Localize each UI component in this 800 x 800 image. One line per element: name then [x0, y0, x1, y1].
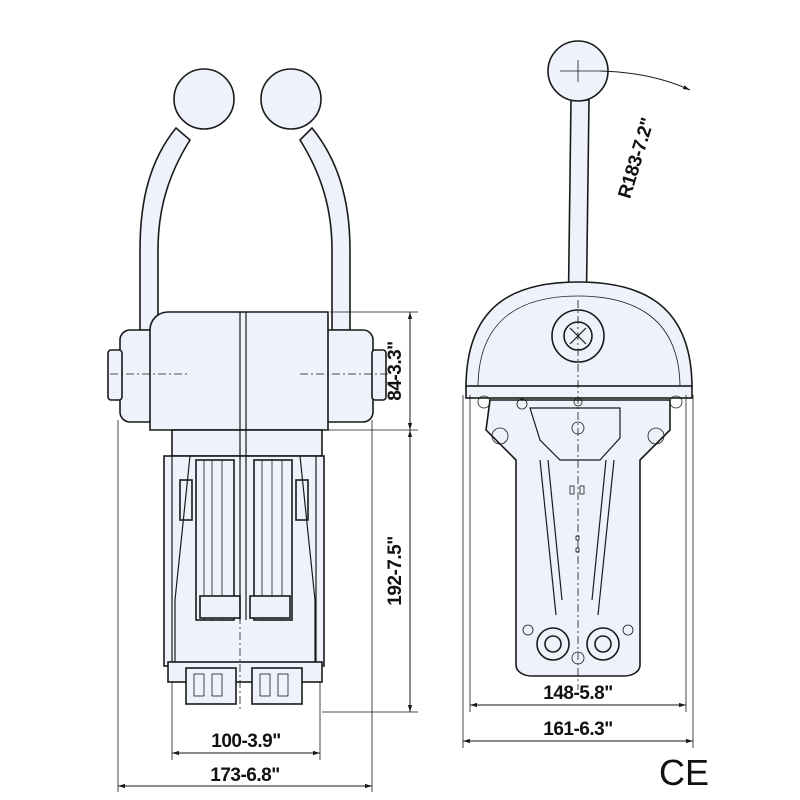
- side-view: [462, 40, 694, 748]
- front-housing: [107, 311, 390, 431]
- side-housing: [465, 281, 693, 399]
- dim-inner-width: 100-3.9": [211, 731, 280, 752]
- front-dimensions: [117, 311, 418, 792]
- left-lever: [139, 68, 235, 331]
- right-lever: [260, 68, 351, 331]
- front-mechanism: [163, 429, 325, 712]
- front-view: [107, 68, 418, 792]
- ce-mark: CE: [659, 752, 709, 793]
- side-mechanism: [477, 300, 683, 690]
- dim-upper-height: 84-3.3": [385, 341, 406, 400]
- side-dimensions: [462, 70, 694, 748]
- dim-lower-height: 192-7.5": [385, 536, 406, 605]
- dim-base-width: 148-5.8": [543, 683, 612, 704]
- dim-overall-width-side: 161-6.3": [543, 719, 612, 740]
- right-knob-icon: [260, 68, 322, 130]
- left-knob-icon: [173, 68, 235, 130]
- dim-overall-width-front: 173-6.8": [210, 765, 279, 786]
- dim-lever-radius: R183-7.2": [615, 116, 659, 201]
